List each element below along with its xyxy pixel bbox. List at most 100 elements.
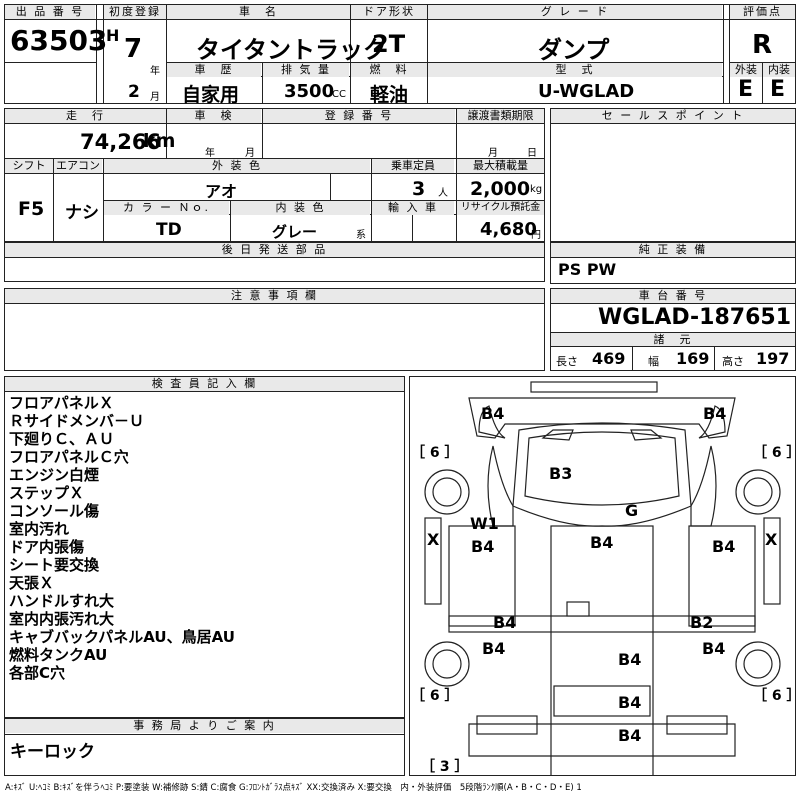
damage-mark: B4 [702, 639, 726, 658]
damage-mark: X [427, 530, 440, 549]
history: 自家用 [182, 84, 240, 106]
list-item: コンソール傷 [9, 502, 100, 520]
spec-block [4, 108, 545, 242]
header-block [4, 4, 796, 104]
inspector-box [4, 376, 405, 718]
inspect-month-unit: 月 [245, 148, 255, 159]
later-parts-label: 後 日 発 送 部 品 [5, 243, 544, 257]
chassis-number: WGLAD-187651 [598, 305, 792, 330]
list-item: 各部C穴 [9, 664, 66, 682]
list-item: ドア内張傷 [9, 538, 85, 556]
list-item: シート要交換 [9, 556, 100, 574]
plate-label: 登 録 番 号 [263, 109, 455, 123]
score-label: 評価点 [730, 5, 795, 19]
ac: ナシ [65, 203, 99, 223]
ac-label: エアコン [54, 159, 102, 173]
damage-mark: X [765, 530, 778, 549]
notes-label: 注 意 事 項 欄 [5, 289, 544, 303]
intcolor-label: 内 装 色 [231, 201, 370, 215]
history-label: 車 歴 [167, 63, 261, 77]
inspector-label: 検 査 員 記 入 欄 [5, 377, 404, 391]
list-item: 燃料タンクAU [9, 646, 108, 664]
ext-label: 外装 [730, 63, 762, 77]
sales-point-label: セ ー ル ス ポ イ ン ト [551, 109, 795, 123]
truck-outline [424, 381, 781, 776]
genuine-equipment: PS PW [558, 260, 617, 279]
load-label: 最大積載量 [457, 159, 544, 173]
damage-mark: B4 [618, 693, 642, 712]
damage-mark: W1 [470, 514, 499, 533]
doc-label: 譲渡書類期限 [457, 109, 544, 123]
tire-score: ［ 6 ］ [411, 445, 459, 461]
damage-mark: B4 [481, 404, 505, 423]
load-unit: kg [530, 184, 543, 195]
notes-box [4, 288, 545, 371]
color-no: TD [156, 220, 182, 240]
genuine-box [550, 242, 796, 284]
height: 197 [756, 349, 790, 368]
fuel-label: 燃 料 [351, 63, 427, 77]
reg-month: 2 [128, 82, 140, 102]
grade: ダンプ [538, 36, 610, 64]
damage-mark: B4 [482, 639, 506, 658]
chassis-label: 車 台 番 号 [551, 289, 795, 303]
office-box [4, 718, 405, 776]
colorno-label: カ ラ ー Ｎｏ. [104, 201, 229, 215]
disp-label: 排 気 量 [263, 63, 349, 77]
lot-label: 出 品 番 号 [5, 5, 95, 19]
damage-mark: B4 [618, 650, 642, 669]
genuine-label: 純 正 装 備 [551, 243, 795, 257]
dims-label: 諸 元 [551, 333, 795, 347]
ext-score: E [738, 77, 754, 102]
doc-month: 月 [488, 148, 498, 159]
int-color: グレー [272, 223, 318, 241]
legend: A:ｷｽﾞ U:ﾍｺﾐ B:ｷｽﾞを伴うﾍｺﾐ P:要塗装 W:補修跡 S:錆 … [5, 783, 582, 793]
width: 169 [676, 349, 710, 368]
seats-unit: 人 [438, 188, 448, 199]
reg-era: H [106, 26, 120, 45]
damage-diagram [409, 376, 796, 776]
list-item: Ｒサイドメンバ－Ｕ [9, 412, 145, 430]
recycle-label: リサイクル預託金 [457, 201, 544, 215]
recycle: 4,680 [480, 219, 537, 240]
hgt-label: 高さ [722, 355, 744, 368]
tire-score: ［ 6 ］ [411, 688, 459, 704]
list-item: エンジン白煙 [9, 466, 100, 484]
model-label: 型 式 [428, 63, 722, 77]
damage-mark: G [625, 501, 639, 520]
reg-year: 7 [124, 34, 143, 64]
chassis-box [550, 288, 796, 371]
list-item: 室内汚れ [9, 520, 70, 538]
inspect-year-unit: 年 [205, 148, 215, 159]
list-item: 室内内張汚れ大 [9, 610, 115, 628]
list-item: フロアパネルＸ [9, 394, 114, 412]
mileage-unit: km [143, 130, 176, 152]
grade-label: グ レ ー ド [428, 5, 722, 19]
model: U-WGLAD [538, 81, 635, 102]
damage-mark: B4 [590, 533, 614, 552]
seats: 3 [412, 178, 426, 200]
car-name: タイタントラック [196, 36, 388, 64]
later-parts-box [4, 242, 545, 282]
reg-month-unit: 月 [150, 92, 160, 103]
door-type: 2T [372, 30, 406, 58]
reg-label: 初度登録 [104, 5, 166, 19]
inspect-label: 車 検 [167, 109, 261, 123]
inspector-list: フロアパネルＸ Ｒサイドメンバ－Ｕ 下廻りＣ、ＡＵ フロアパネルＣ穴 エンジン白… [9, 394, 235, 682]
int-label: 内装 [763, 63, 795, 77]
doc-day: 日 [527, 148, 537, 159]
list-item: ハンドルすれ大 [9, 592, 115, 610]
displacement: 3500 [284, 81, 335, 102]
damage-mark: B4 [493, 613, 517, 632]
mileage-label: 走 行 [5, 109, 166, 123]
door-label: ドア形状 [351, 5, 427, 19]
ext-color: アオ [205, 182, 238, 201]
int-score: E [770, 77, 786, 102]
office-label: 事 務 局 よ り ご 案 内 [5, 719, 404, 733]
int-color-unit: 系 [356, 230, 366, 241]
lot-number: 63503 [10, 24, 108, 57]
name-label: 車 名 [167, 5, 350, 19]
shift-label: シフト [5, 159, 53, 173]
shift: F5 [18, 198, 45, 220]
load: 2,000 [470, 178, 531, 200]
